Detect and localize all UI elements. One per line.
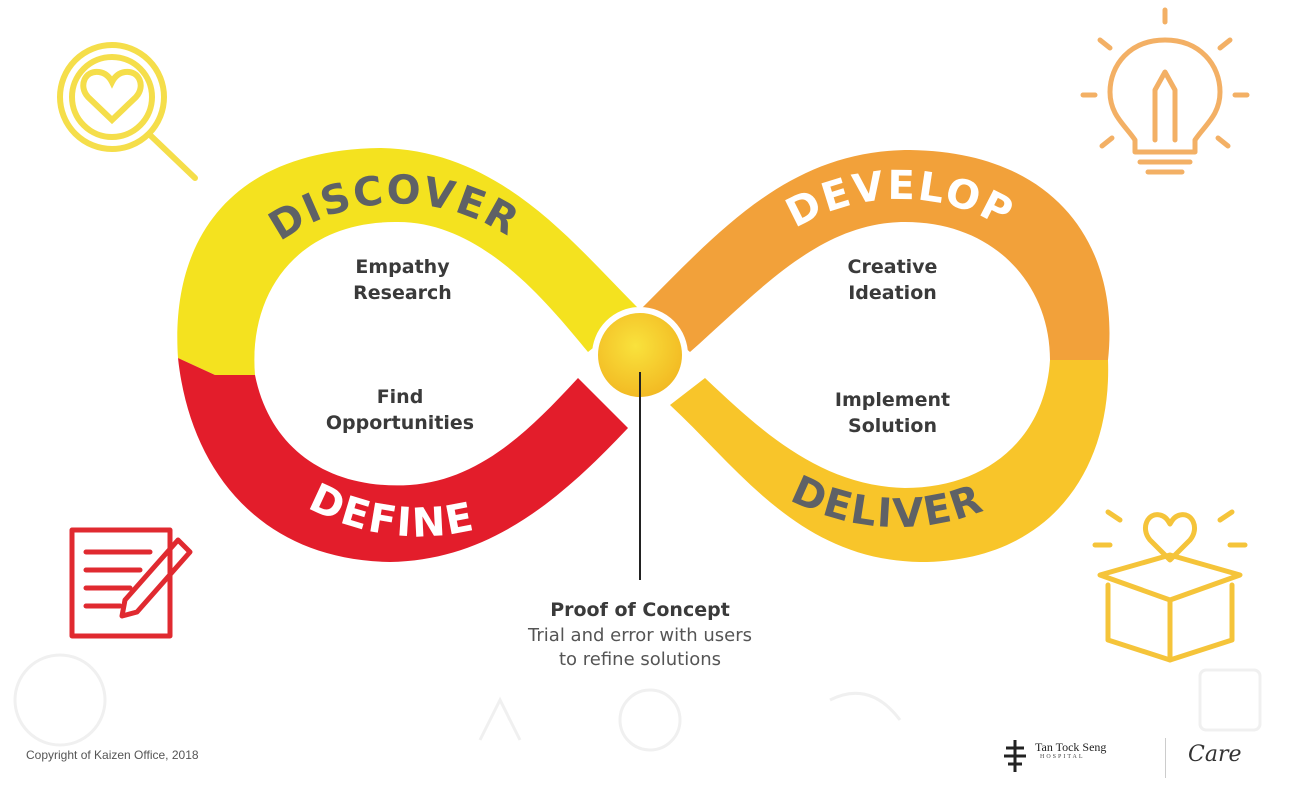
implement-solution-line1: Implement	[834, 389, 951, 411]
find-opportunities-line2: Opportunities	[325, 412, 475, 434]
empathy-research-line1: Empathy	[355, 256, 450, 278]
find-opportunities-line1: Find	[376, 386, 424, 408]
discover-band	[177, 148, 641, 375]
proof-of-concept-title: Proof of Concept	[550, 599, 730, 621]
copyright-text: Copyright of Kaizen Office, 2018	[26, 748, 199, 762]
gift-box-heart-icon	[1092, 509, 1248, 663]
background-doodles	[13, 653, 1262, 752]
empathy-research-line2: Research	[353, 282, 452, 304]
deliver-band	[670, 360, 1109, 562]
hospital-emblem-icon	[1004, 740, 1026, 772]
creative-ideation-line2: Ideation	[848, 282, 937, 304]
proof-of-concept-description: Trial and error with users to refine sol…	[528, 625, 752, 670]
logo-divider	[1165, 738, 1166, 778]
creative-ideation-line1: Creative	[847, 256, 938, 278]
empathy-research-label: Empathy Research	[320, 254, 485, 306]
hospital-logo-sub: HOSPITAL	[1040, 754, 1085, 760]
magnifier-heart-icon	[57, 42, 198, 181]
care-logo: Care	[1188, 742, 1242, 767]
proof-of-concept-callout: Proof of Concept Trial and error with us…	[500, 598, 780, 672]
lightbulb-pencil-icon	[1080, 7, 1250, 175]
notepad-pencil-icon	[69, 527, 193, 639]
implement-solution-line2: Solution	[848, 415, 937, 437]
find-opportunities-label: Find Opportunities	[300, 384, 500, 436]
implement-solution-label: Implement Solution	[800, 387, 985, 439]
define-band	[178, 358, 628, 562]
hospital-logo: Tan Tock Seng HOSPITAL	[1000, 738, 1160, 774]
develop-band	[640, 150, 1110, 360]
creative-ideation-label: Creative Ideation	[810, 254, 975, 306]
hospital-logo-name: Tan Tock Seng	[1035, 740, 1107, 754]
